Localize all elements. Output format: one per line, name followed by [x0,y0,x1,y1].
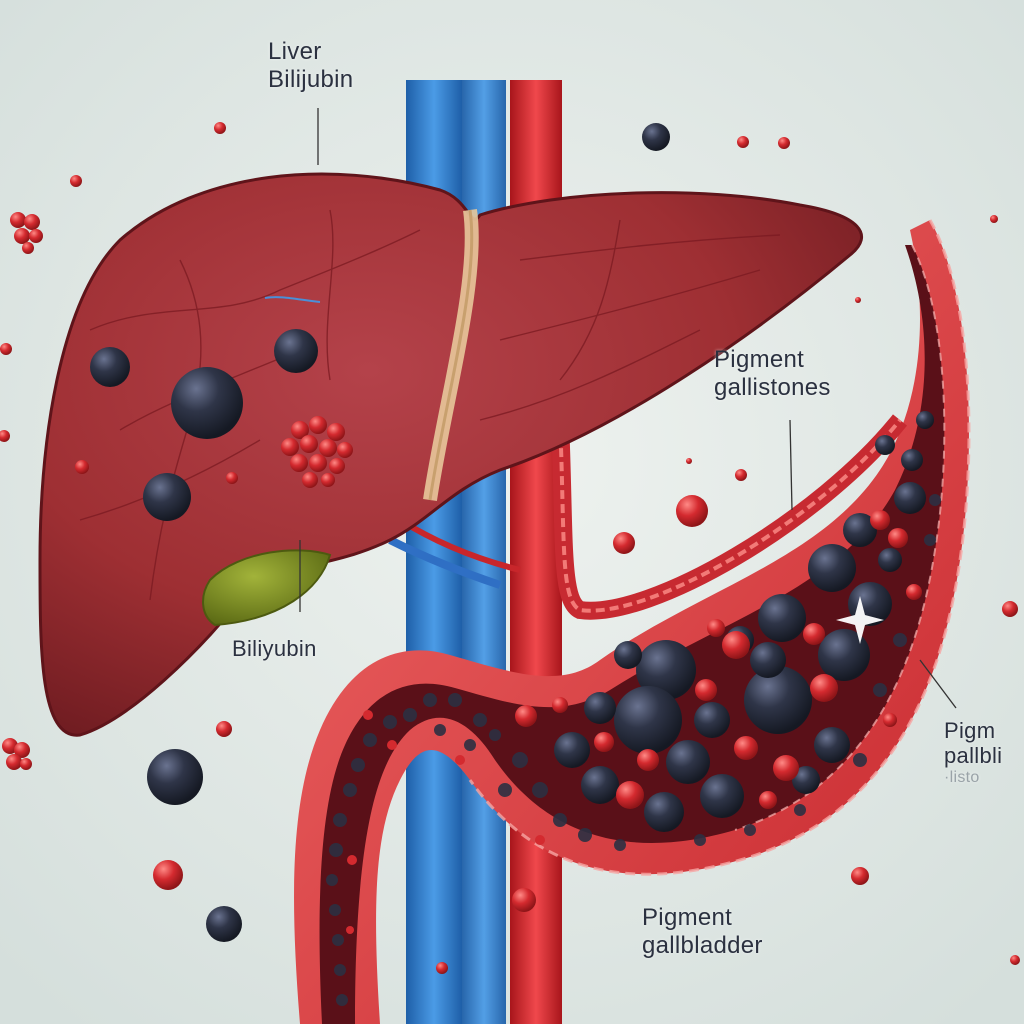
stone [274,329,318,373]
pointer-right [919,659,957,709]
duct-outer-wall [294,220,969,1024]
label-right-line2: pallbli [944,743,1003,769]
pointer-lines [299,108,957,709]
stone [143,473,191,521]
label-liver-bilijubin: Liver Bilijubin [268,38,353,93]
label-pigment-2: Pigment [642,904,733,931]
label-pigment-gallstones: Pigment gallistones [714,346,831,401]
label-liver: Liver [268,38,322,65]
label-right-line3: ·listo [944,768,980,786]
small-vein [388,536,502,589]
label-pigment-gallbladder: Pigment gallbladder [642,904,763,959]
liver-stones [75,329,353,521]
floating-particles [0,122,1020,974]
red-cluster [281,416,353,488]
label-pigment: Pigment [714,346,805,373]
pointer-gallstones [789,419,793,511]
small-artery [398,517,521,573]
red-cluster-left [10,212,43,254]
label-bilirubin: Biliyubin [232,636,317,661]
label-right-cut: Pigm pallbli ·listo [944,718,1002,787]
label-gallbladder: gallbladder [642,931,763,959]
label-bilijubin: Bilijubin [268,65,354,93]
duct-stones [326,411,941,1006]
red-cluster-bottom [2,738,32,770]
label-gallistones: gallistones [714,373,831,401]
stone [90,347,130,387]
gallbladder [202,549,332,627]
label-right-line1: Pigm [944,718,996,743]
stone [171,367,243,439]
sparkle-icon [836,596,884,644]
